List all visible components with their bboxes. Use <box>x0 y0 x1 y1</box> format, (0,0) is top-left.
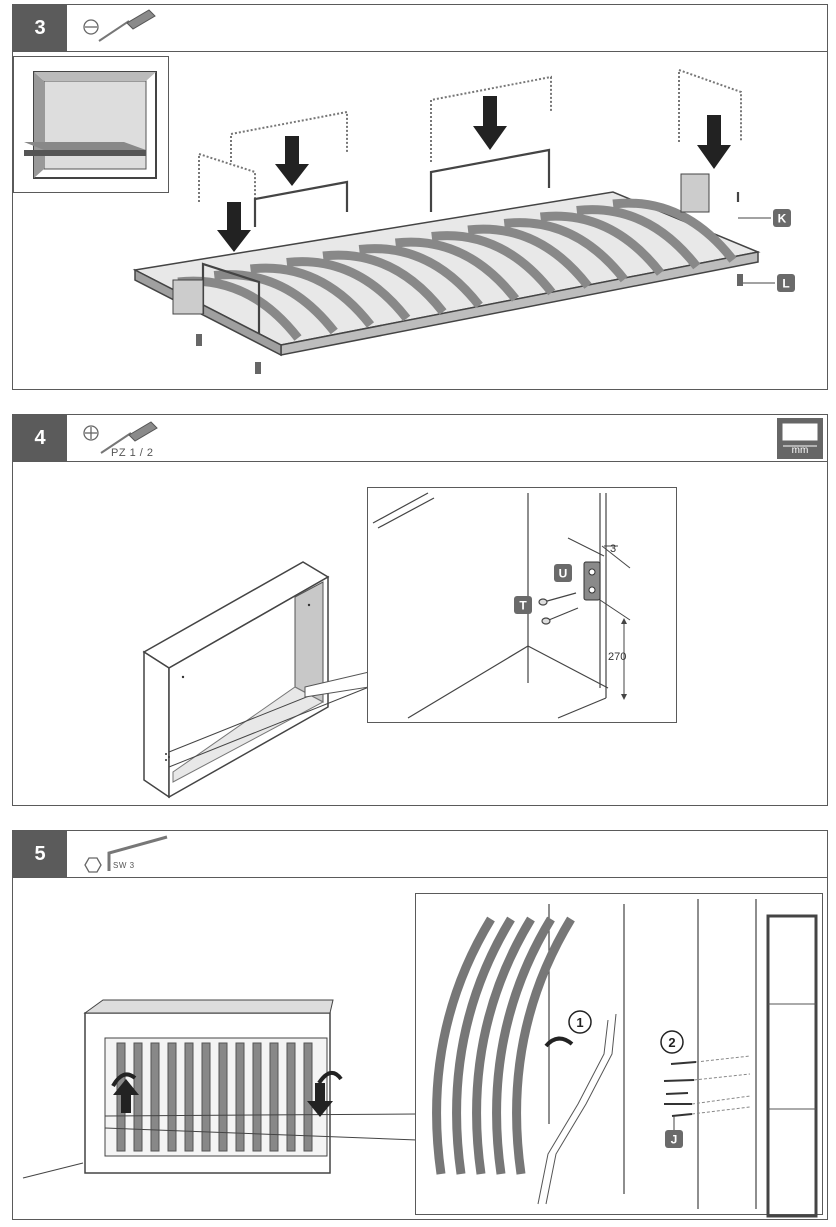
svg-text:J: J <box>671 1133 678 1147</box>
slat <box>539 211 665 276</box>
height-dimension: 270 <box>608 651 626 663</box>
slat <box>201 1042 211 1152</box>
slat <box>452 916 515 1175</box>
step-5-header: 5 SW 3 <box>13 831 827 878</box>
svg-text:T: T <box>519 599 527 613</box>
step-5-panel: 5 SW 3 1 <box>12 830 828 1220</box>
slat <box>472 916 535 1175</box>
slat <box>235 1042 245 1152</box>
slat <box>432 916 495 1175</box>
step-4-panel: 4 PZ 1 / 2 mm <box>12 414 828 806</box>
hinge-detail-illustration: 1 2 J <box>432 899 818 1218</box>
flat-screwdriver-icon <box>83 9 156 42</box>
slat <box>133 1042 143 1152</box>
step-5-detail-inset: 1 2 J <box>415 893 823 1218</box>
slat <box>303 1042 313 1152</box>
slatted-frame-illustration <box>132 68 775 374</box>
step-number: 3 <box>13 5 67 51</box>
label-j-badge: J <box>665 1130 683 1148</box>
step-number: 4 <box>13 415 67 461</box>
slat <box>512 916 575 1175</box>
svg-text:U: U <box>559 567 568 581</box>
step-4-header: 4 PZ 1 / 2 mm <box>13 415 827 462</box>
label-u-badge: U <box>554 564 572 582</box>
slat <box>167 1042 177 1152</box>
slat <box>492 916 555 1175</box>
step-3-overview-inset <box>13 56 169 193</box>
callout-1: 1 <box>576 1015 583 1030</box>
slat <box>218 1042 228 1152</box>
slat <box>467 224 592 289</box>
label-k-badge: K <box>773 209 791 227</box>
cabinet-overview-illustration <box>24 71 157 179</box>
label-l-badge: L <box>777 274 795 292</box>
slat <box>213 270 338 335</box>
step-4-detail-inset: 3 270 U T <box>367 487 677 723</box>
step-3-panel: 3 <box>12 4 828 390</box>
measurement-unit-badge: mm <box>777 418 823 459</box>
slat <box>322 250 447 315</box>
slat <box>286 1042 296 1152</box>
phillips-screwdriver-icon <box>83 421 158 454</box>
slat <box>269 1042 279 1152</box>
tool-size-label: PZ 1 / 2 <box>111 447 154 459</box>
bracket-detail-illustration: 3 270 U T <box>372 492 631 719</box>
slat <box>394 237 520 302</box>
ruler-icon <box>782 423 818 447</box>
hex-key-icon <box>84 835 168 873</box>
unit-label: mm <box>791 445 809 456</box>
gap-dimension: 3 <box>610 543 616 555</box>
slat <box>150 1042 160 1152</box>
frame-folding-illustration <box>22 999 418 1179</box>
step-number: 5 <box>13 831 67 877</box>
slat <box>286 257 411 322</box>
slat <box>249 263 375 328</box>
cabinet-illustration <box>142 561 370 799</box>
label-t-badge: T <box>514 596 532 614</box>
svg-text:L: L <box>782 277 789 291</box>
callout-2: 2 <box>668 1035 675 1050</box>
slat <box>252 1042 262 1152</box>
slat <box>576 205 701 270</box>
slat <box>503 218 628 283</box>
slat <box>184 1042 194 1152</box>
step-3-header: 3 <box>13 5 827 52</box>
slat <box>358 244 483 309</box>
slats <box>177 198 737 341</box>
tool-size-label: SW 3 <box>113 861 135 870</box>
slat <box>612 198 737 263</box>
svg-text:K: K <box>778 212 787 226</box>
slat <box>431 231 556 296</box>
